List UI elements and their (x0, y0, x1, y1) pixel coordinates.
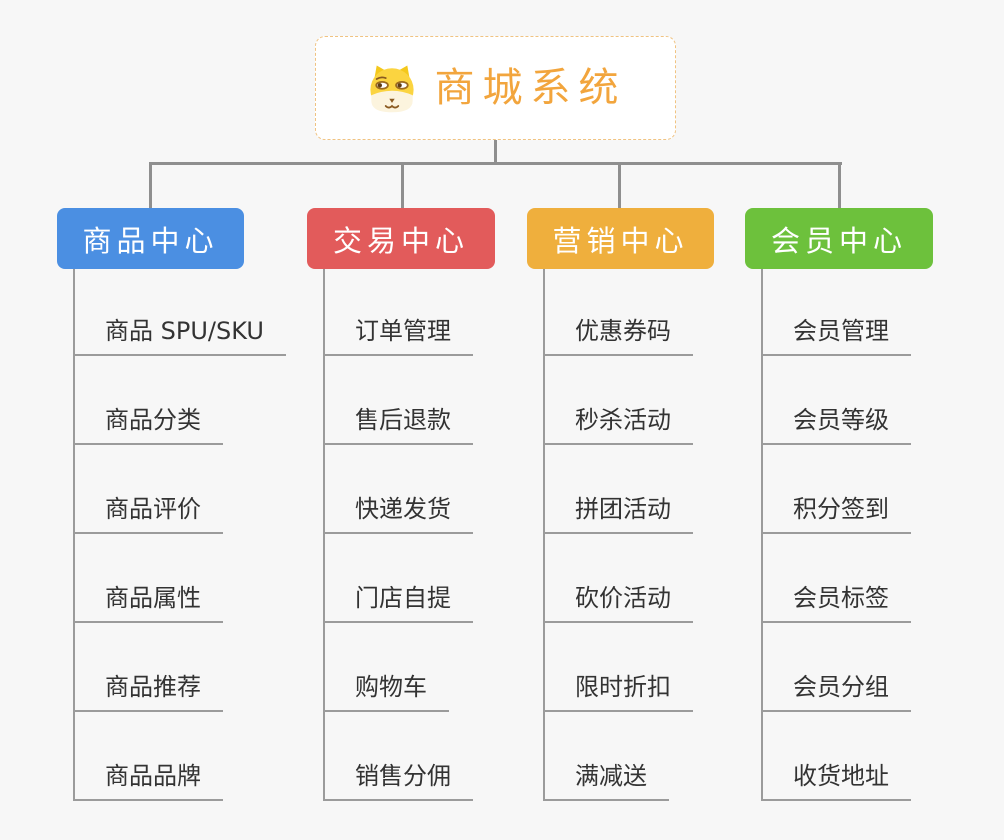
child-topic[interactable]: 订单管理 (325, 316, 473, 356)
connector-root-stem (494, 140, 497, 164)
child-topic[interactable]: 商品评价 (75, 494, 223, 534)
child-topic[interactable]: 会员等级 (763, 405, 911, 445)
branch-node-trade-center[interactable]: 交易中心 (307, 208, 495, 269)
child-topic[interactable]: 秒杀活动 (545, 405, 693, 445)
child-topic[interactable]: 拼团活动 (545, 494, 693, 534)
branch-node-member-center[interactable]: 会员中心 (745, 208, 933, 269)
child-topic[interactable]: 会员分组 (763, 672, 911, 712)
child-topic[interactable]: 满减送 (545, 761, 669, 801)
child-topic[interactable]: 购物车 (325, 672, 449, 712)
connector-drop-member (838, 164, 841, 208)
branch-node-product-center[interactable]: 商品中心 (57, 208, 244, 269)
connector-bus (149, 162, 842, 165)
child-topic[interactable]: 砍价活动 (545, 583, 693, 623)
branch-label: 商品中心 (82, 223, 219, 258)
branch-label: 营销中心 (552, 223, 689, 258)
child-topic[interactable]: 优惠券码 (545, 316, 693, 356)
child-topic[interactable]: 收货地址 (763, 761, 911, 801)
connector-drop-trade (401, 164, 404, 208)
child-topic[interactable]: 门店自提 (325, 583, 473, 623)
root-node[interactable]: 商城系统 (315, 36, 676, 140)
child-topic[interactable]: 商品分类 (75, 405, 223, 445)
root-title: 商城系统 (434, 65, 627, 111)
child-topic[interactable]: 快递发货 (325, 494, 473, 534)
child-topic[interactable]: 销售分佣 (325, 761, 473, 801)
branch-node-marketing-center[interactable]: 营销中心 (527, 208, 714, 269)
child-topic[interactable]: 商品 SPU/SKU (75, 316, 286, 356)
branch-children-marketing-center: 优惠券码 秒杀活动 拼团活动 砍价活动 限时折扣 满减送 (543, 269, 693, 801)
child-topic[interactable]: 积分签到 (763, 494, 911, 534)
branch-children-trade-center: 订单管理 售后退款 快递发货 门店自提 购物车 销售分佣 (323, 269, 473, 801)
dog-icon (369, 65, 414, 113)
child-topic[interactable]: 会员标签 (763, 583, 911, 623)
branch-label: 会员中心 (770, 223, 907, 258)
child-topic[interactable]: 会员管理 (763, 316, 911, 356)
connector-drop-product (149, 164, 152, 208)
child-topic[interactable]: 限时折扣 (545, 672, 693, 712)
child-topic[interactable]: 商品品牌 (75, 761, 223, 801)
child-topic[interactable]: 商品属性 (75, 583, 223, 623)
child-topic[interactable]: 售后退款 (325, 405, 473, 445)
connector-drop-marketing (618, 164, 621, 208)
branch-children-product-center: 商品 SPU/SKU 商品分类 商品评价 商品属性 商品推荐 商品品牌 (73, 269, 286, 801)
child-topic[interactable]: 商品推荐 (75, 672, 223, 712)
branch-label: 交易中心 (332, 223, 469, 258)
branch-children-member-center: 会员管理 会员等级 积分签到 会员标签 会员分组 收货地址 (761, 269, 911, 801)
